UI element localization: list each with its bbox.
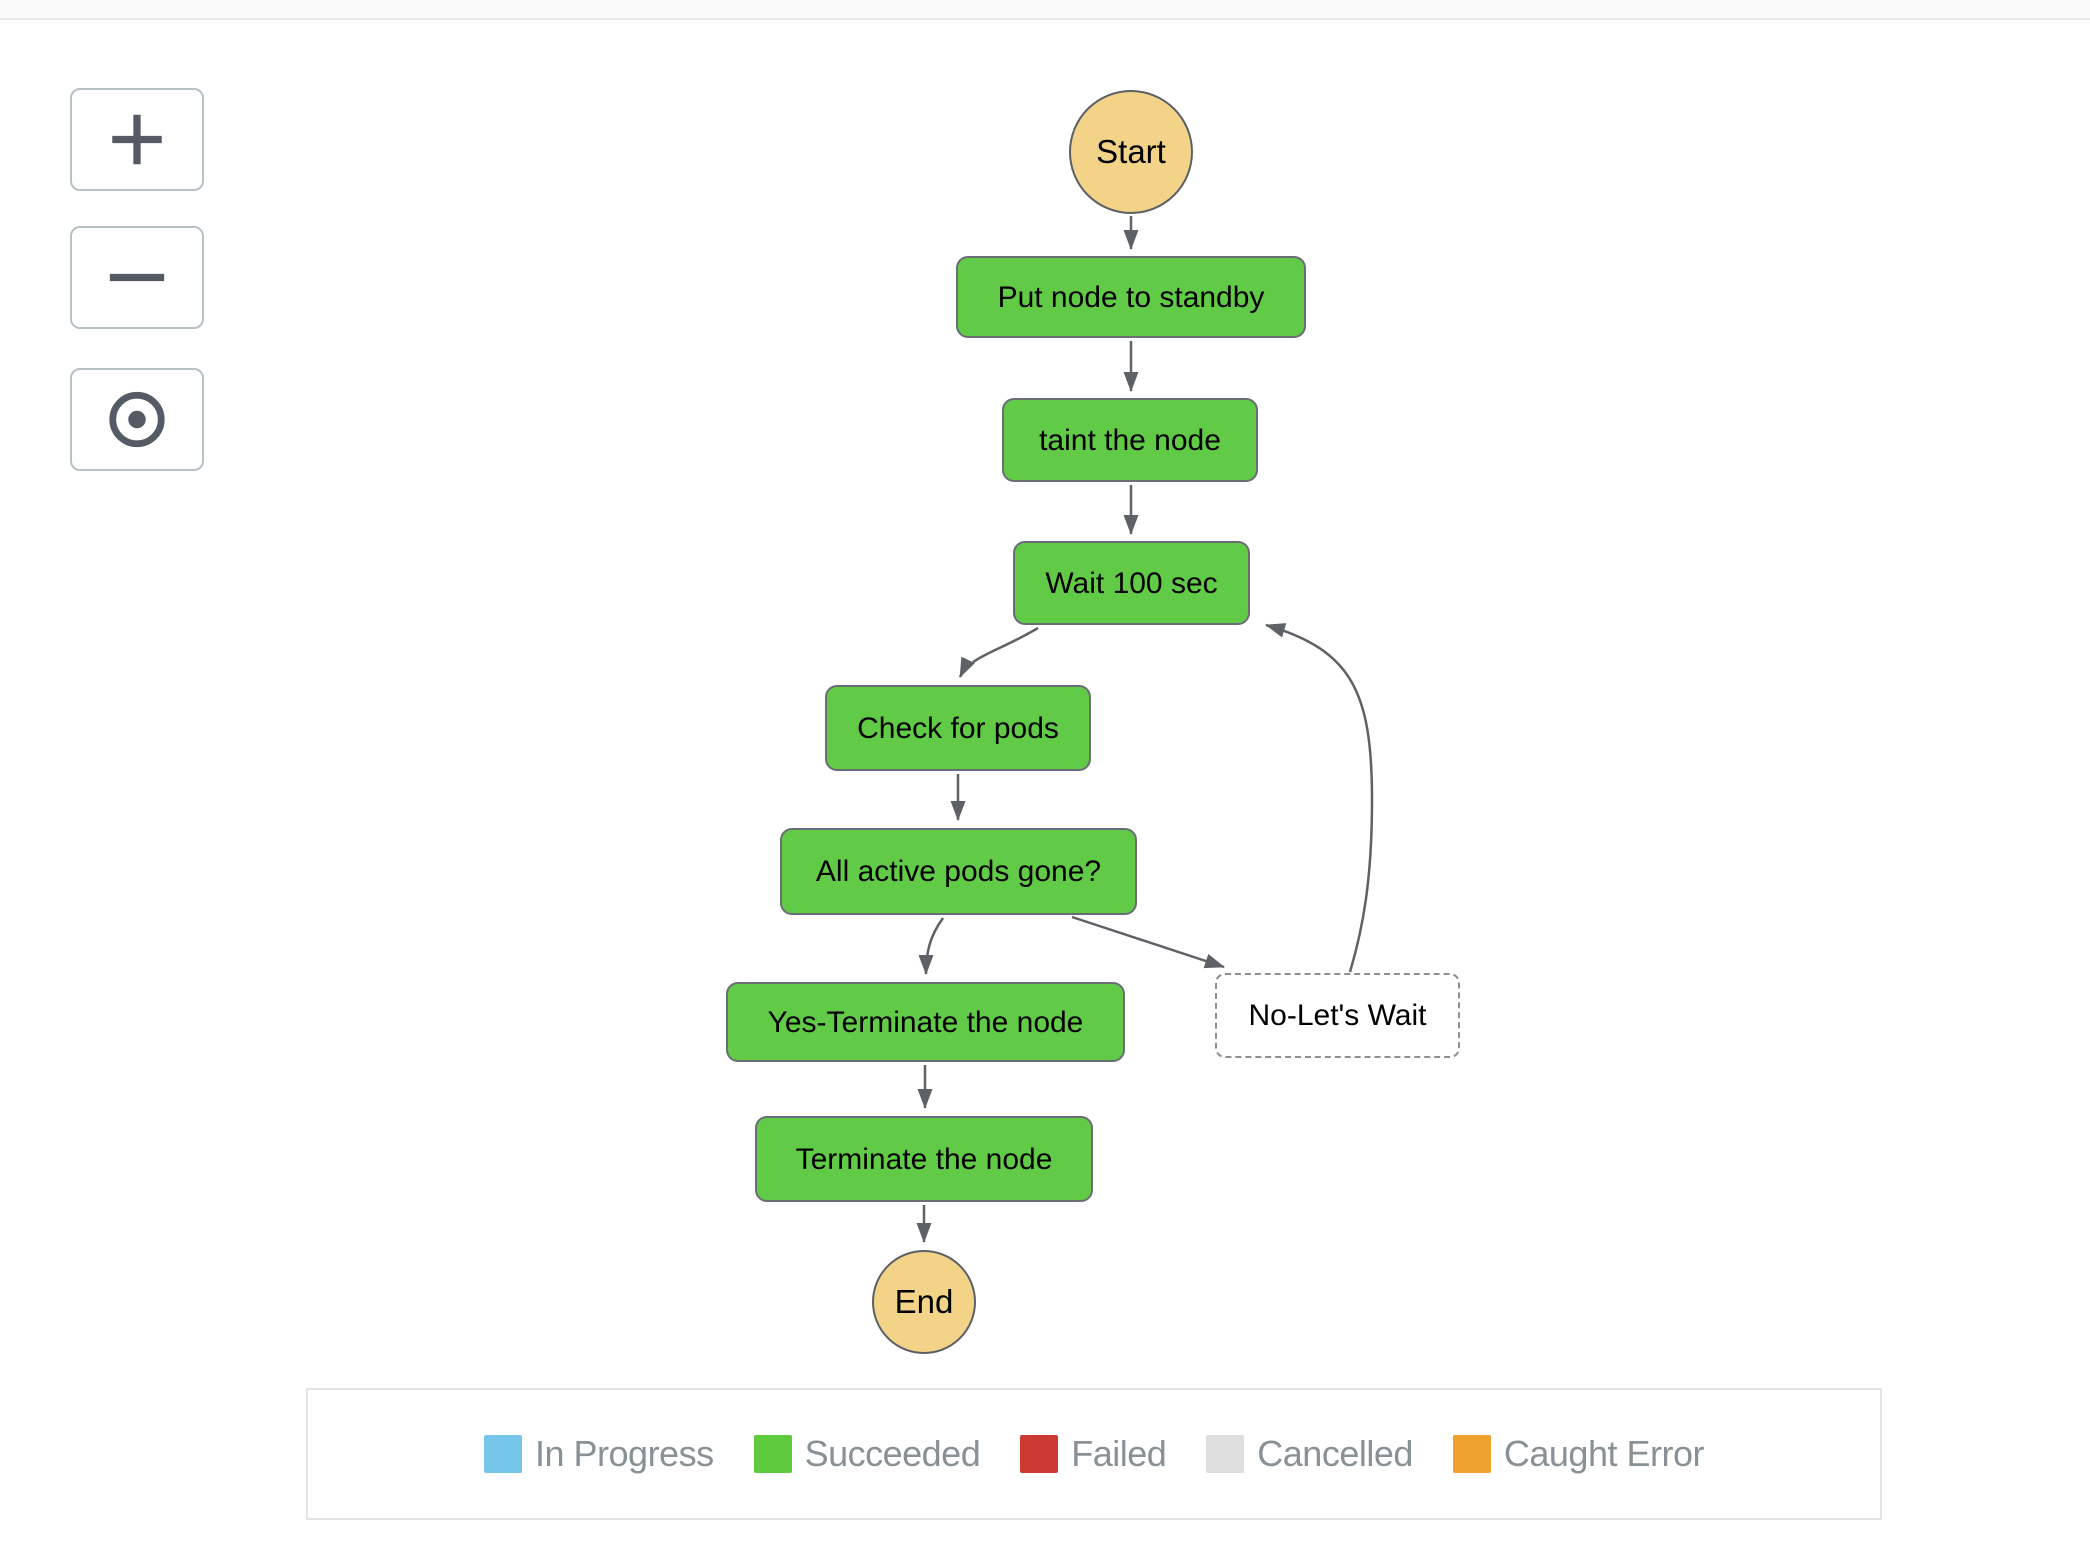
top-chrome-bar [0,0,2090,20]
edge-nowait-to-wait [1265,623,1374,973]
edge-allpods-to-nowait [1071,915,1225,969]
legend-label: In Progress [535,1433,714,1474]
legend-item-in-progress: In Progress [484,1433,714,1475]
in-progress-swatch [484,1435,522,1473]
plus-icon [112,114,162,165]
node-end[interactable]: End [872,1250,976,1354]
node-start[interactable]: Start [1069,90,1193,214]
legend-item-cancelled: Cancelled [1206,1433,1413,1475]
node-yes-terminate-the-node[interactable]: Yes-Terminate the node [726,982,1125,1062]
node-terminate-the-node[interactable]: Terminate the node [755,1116,1093,1202]
node-no-lets-wait[interactable]: No-Let's Wait [1215,973,1460,1058]
cancelled-swatch [1206,1435,1245,1473]
failed-swatch [1020,1435,1059,1473]
legend-item-succeeded: Succeeded [753,1433,981,1475]
minus-icon [109,273,165,282]
zoom-out-button[interactable] [70,226,204,329]
center-view-button[interactable] [70,368,204,471]
legend-label: Succeeded [804,1433,981,1474]
legend-item-caught-error: Caught Error [1452,1433,1705,1475]
node-check-for-pods[interactable]: Check for pods [825,685,1091,771]
succeeded-swatch [753,1435,792,1473]
legend-label: Cancelled [1257,1433,1413,1474]
node-wait-100-sec[interactable]: Wait 100 sec [1013,541,1250,625]
edge-allpods-to-yes [918,917,945,975]
zoom-in-button[interactable] [70,88,204,191]
node-all-active-pods-gone[interactable]: All active pods gone? [780,828,1137,915]
caught-error-swatch [1452,1435,1491,1473]
legend-label: Caught Error [1503,1433,1705,1474]
legend-label: Failed [1071,1433,1167,1474]
edge-wait-to-check [958,626,1039,678]
legend-item-failed: Failed [1020,1433,1167,1475]
node-put-node-to-standby[interactable]: Put node to standby [956,256,1306,338]
node-taint-the-node[interactable]: taint the node [1002,398,1258,482]
status-legend: In Progress Succeeded Failed Cancelled C… [306,1388,1882,1520]
center-target-icon [109,391,165,448]
